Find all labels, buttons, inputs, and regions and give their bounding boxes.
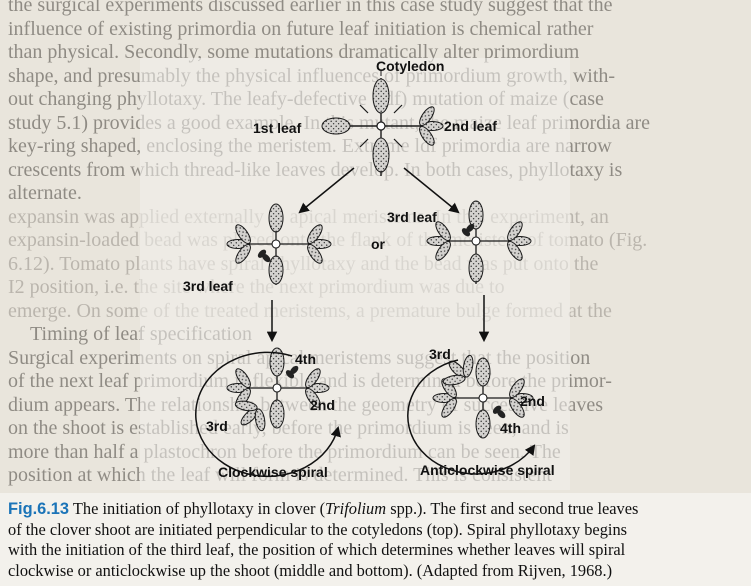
clockwise-spiral-arrow xyxy=(195,351,341,478)
caption-line-1: Fig.6.13 The initiation of phyllotaxy in… xyxy=(8,499,639,518)
caption-line-3: with the initiation of the third leaf, t… xyxy=(8,540,626,559)
figure-caption: Fig.6.13 The initiation of phyllotaxy in… xyxy=(0,493,751,586)
label-second-right: 2nd xyxy=(520,393,545,409)
caption-line-4: clockwise or anticlockwise up the shoot … xyxy=(8,560,613,580)
anticlockwise-spiral-arrow xyxy=(407,359,536,475)
label-second-left: 2nd xyxy=(310,397,335,413)
label-third-leaf-right: 3rd leaf xyxy=(387,209,437,225)
label-or: or xyxy=(371,236,385,252)
label-third-right: 3rd xyxy=(429,346,451,362)
bottom-left-seedling xyxy=(226,347,330,440)
label-second-leaf: 2nd leaf xyxy=(444,118,497,134)
label-anticlockwise-spiral: Anticlockwise spiral xyxy=(420,462,555,478)
caption-line-2: of the clover shoot are initiated perpen… xyxy=(8,519,628,539)
top-seedling xyxy=(321,70,444,176)
figure-number: Fig.6.13 xyxy=(8,500,70,518)
label-third-leaf-left: 3rd leaf xyxy=(183,278,233,294)
bottom-right-seedling xyxy=(432,346,534,439)
label-fourth-right: 4th xyxy=(500,420,521,436)
phyllotaxy-figure xyxy=(195,70,536,478)
middle-left-seedling xyxy=(226,203,332,285)
middle-right-seedling xyxy=(426,200,532,284)
label-clockwise-spiral: Clockwise spiral xyxy=(218,464,328,480)
label-third-left: 3rd xyxy=(206,418,228,434)
genus-name: Trifolium xyxy=(325,499,387,518)
label-cotyledon: Cotyledon xyxy=(376,58,445,74)
label-fourth-left: 4th xyxy=(295,351,316,367)
label-first-leaf: 1st leaf xyxy=(253,120,302,136)
